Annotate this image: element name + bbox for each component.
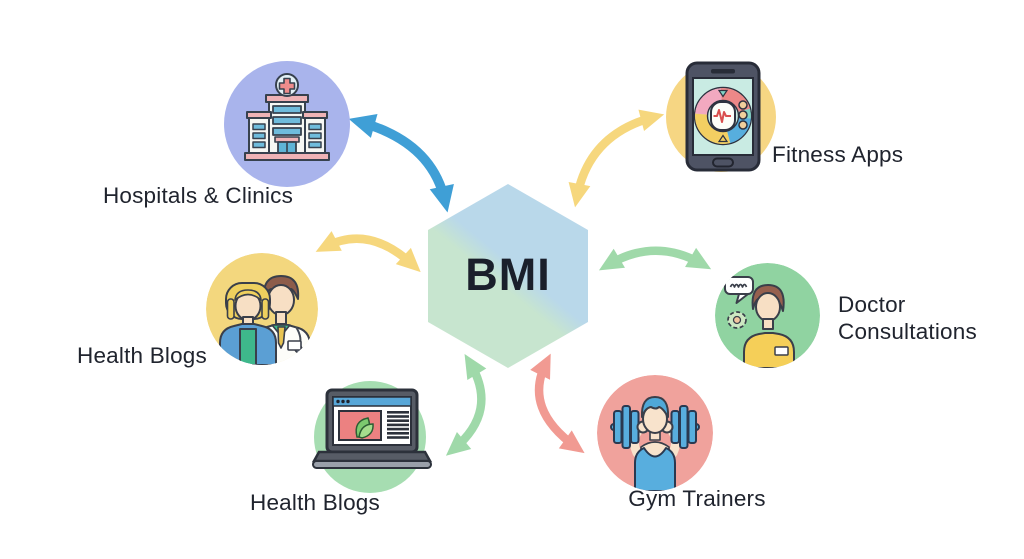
bmi-hexagon bbox=[428, 184, 588, 368]
arrow-bmi-fitness-apps bbox=[568, 109, 665, 208]
arrow-bmi-health-blogs-people bbox=[315, 231, 421, 273]
label-fitness-apps: Fitness Apps bbox=[772, 142, 904, 167]
arrow-bmi-doctor-consultations bbox=[598, 246, 712, 271]
label-gym-trainers: Gym Trainers bbox=[628, 486, 766, 511]
label-doctor-consultations: Doctor Consultations bbox=[838, 292, 977, 344]
hospital-building-icon bbox=[244, 73, 330, 161]
arrow-bmi-health-blogs-laptop bbox=[445, 353, 487, 456]
node-health-blogs-people bbox=[206, 253, 318, 365]
node-fitness-apps bbox=[666, 61, 776, 172]
label-hospitals-clinics: Hospitals & Clinics bbox=[102, 183, 294, 208]
label-health-blogs-laptop: Health Blogs bbox=[250, 490, 380, 515]
doctor-and-patient-icon bbox=[219, 275, 311, 365]
laptop-blog-icon bbox=[311, 388, 433, 469]
fitness-tracker-phone-icon bbox=[685, 61, 761, 172]
label-health-blogs-people: Health Blogs bbox=[77, 343, 207, 368]
center-bmi-label: BMI bbox=[465, 249, 551, 300]
node-health-blogs-laptop bbox=[311, 381, 433, 493]
doctor-speech-bubble-icon bbox=[724, 276, 795, 368]
node-gym-trainers bbox=[597, 375, 713, 491]
weightlifter-icon bbox=[610, 396, 700, 491]
node-doctor-consultations bbox=[715, 263, 820, 368]
arrow-bmi-gym-trainers bbox=[530, 353, 585, 454]
node-hospitals-clinics bbox=[224, 61, 350, 187]
arrow-bmi-hospitals bbox=[348, 114, 454, 213]
